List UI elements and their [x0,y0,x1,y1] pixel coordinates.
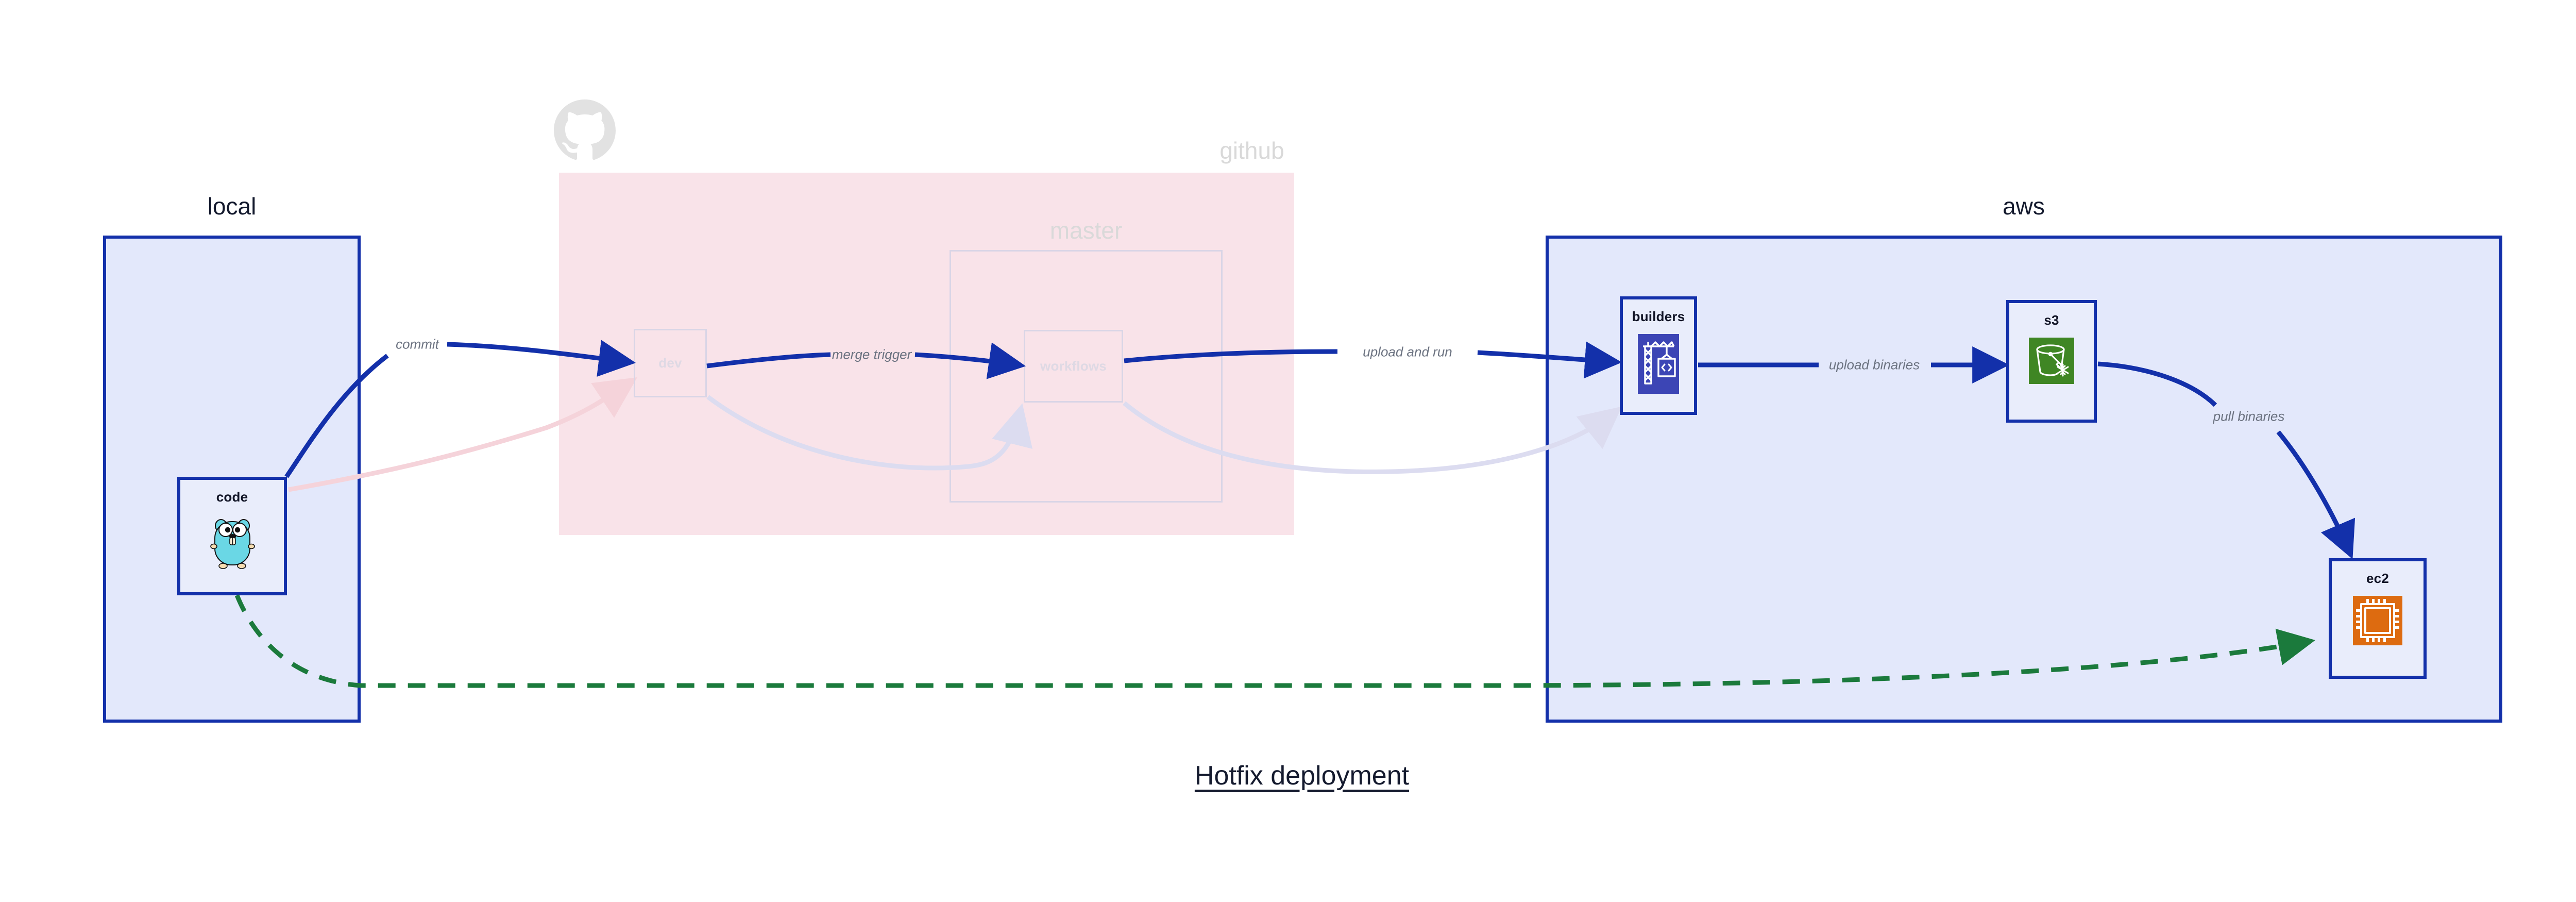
node-ec2-label: ec2 [2366,571,2389,586]
edge-label-upload-and-run: upload and run [1363,344,1452,360]
node-builders-label: builders [1632,309,1685,324]
node-ec2[interactable]: ec2 [2329,558,2427,679]
github-octocat-icon [554,99,616,164]
edge-label-merge-trigger: merge trigger [832,346,912,362]
aws-ec2-chip-icon [2353,596,2402,648]
cluster-github-label: github [1219,137,1284,164]
node-code[interactable]: code [177,477,287,595]
subcluster-master-label: master [1049,217,1123,244]
node-dev-label: dev [658,355,682,371]
edge-label-upload-binaries: upload binaries [1828,357,1920,373]
cluster-local-label: local [207,193,257,220]
node-s3[interactable]: s3 [2006,300,2097,423]
edge-label-commit: commit [396,336,439,352]
node-workflows-label: workflows [1040,358,1107,374]
cluster-aws-label: aws [2003,193,2045,220]
node-workflows[interactable]: workflows [1024,330,1123,403]
aws-s3-glacier-bucket-icon [2029,338,2074,387]
node-builders[interactable]: builders [1620,296,1697,415]
node-s3-label: s3 [2044,312,2059,328]
edge-label-pull-binaries: pull binaries [2213,408,2285,424]
page-title: Hotfix deployment [1194,761,1410,791]
aws-codebuild-crane-icon [1638,334,1679,396]
node-dev[interactable]: dev [634,329,707,397]
go-gopher-icon [208,514,257,574]
node-code-label: code [216,489,248,505]
subcluster-master [950,250,1223,503]
